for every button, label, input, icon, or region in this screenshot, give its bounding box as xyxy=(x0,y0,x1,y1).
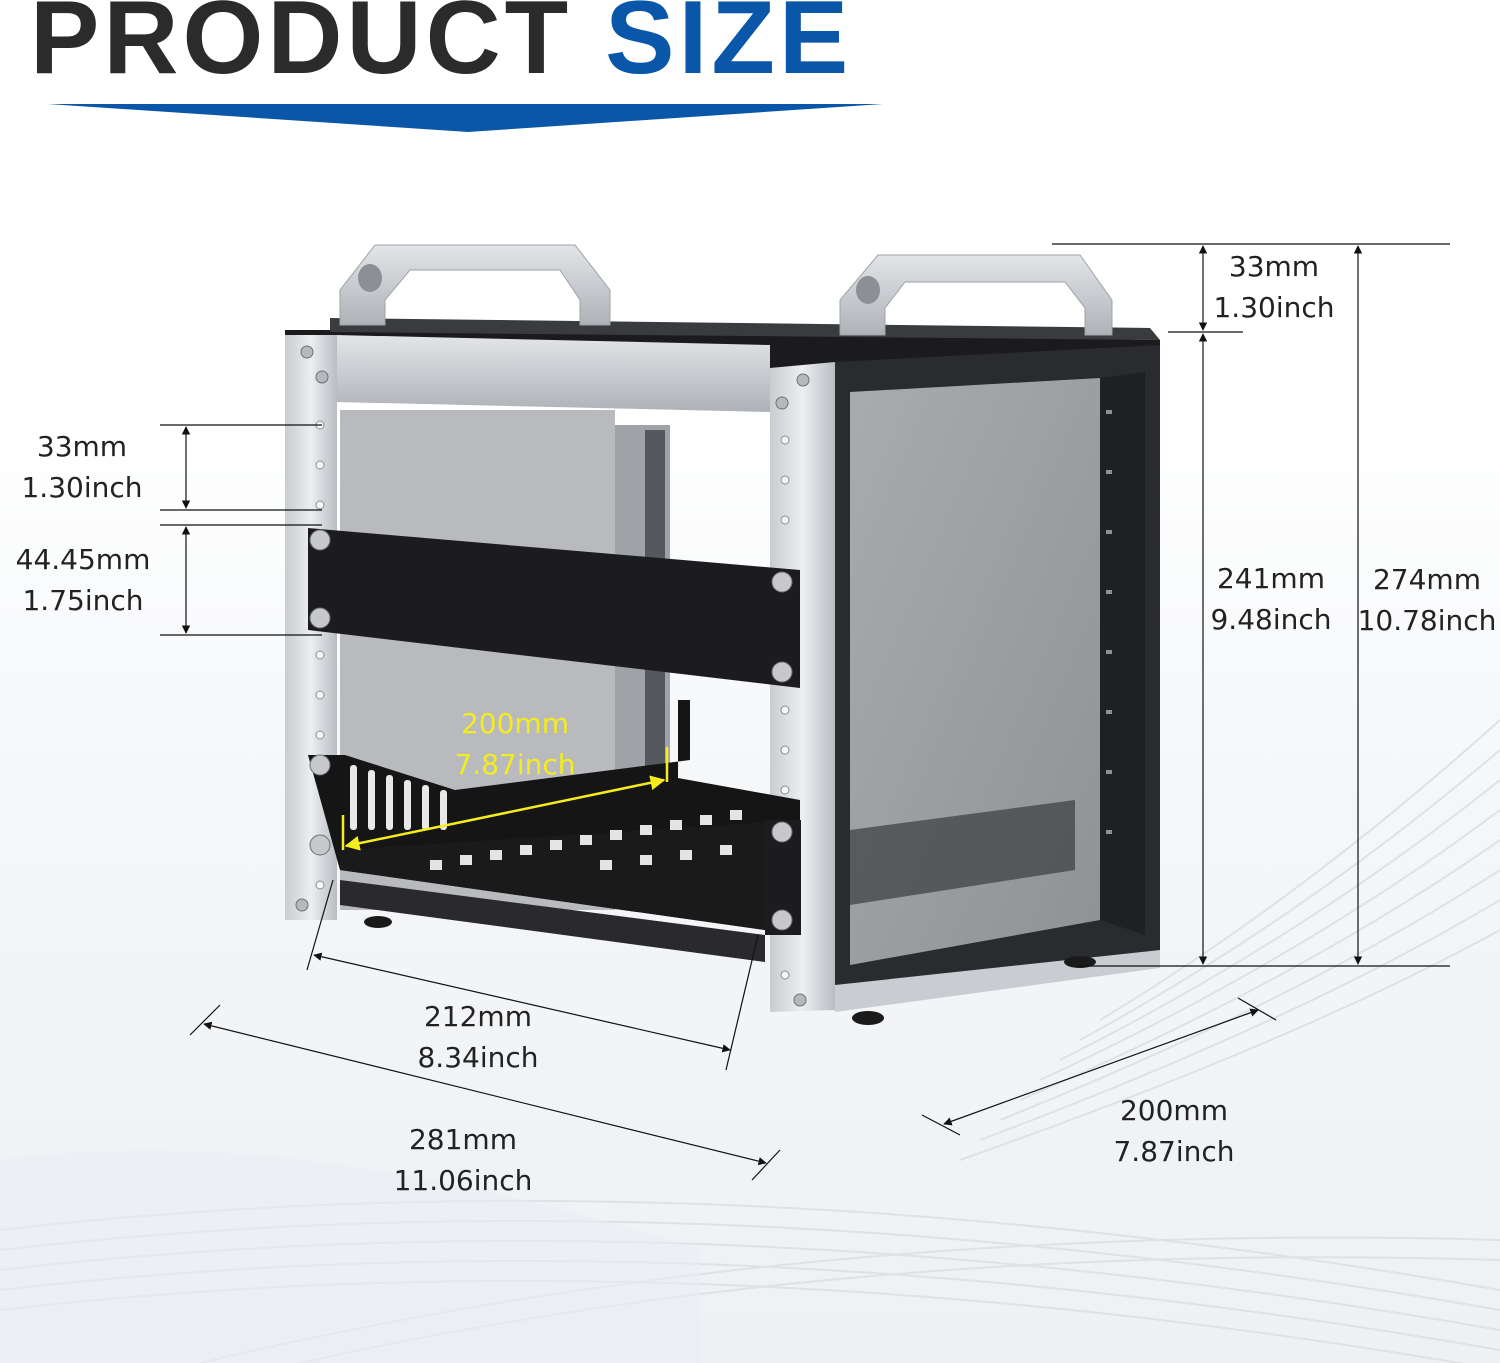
inner-height-mm: 241mm xyxy=(1216,562,1325,595)
shelf-depth-label: 200mm 7.87inch xyxy=(454,703,575,785)
top-gap-inch: 1.30inch xyxy=(21,471,143,504)
title-word-product: PRODUCT xyxy=(30,0,573,96)
inner-height-label: 241mm 9.48inch xyxy=(1210,558,1331,640)
outer-width-mm: 281mm xyxy=(408,1123,517,1156)
inner-width-inch: 8.34inch xyxy=(417,1041,539,1074)
rack-unit-label: 44.45mm 1.75inch xyxy=(16,539,151,621)
total-height-label: 274mm 10.78inch xyxy=(1358,559,1497,641)
outer-width-label: 281mm 11.06inch xyxy=(394,1119,533,1201)
total-height-mm: 274mm xyxy=(1372,563,1481,596)
outer-width-inch: 11.06inch xyxy=(393,1164,533,1197)
top-gap-mm: 33mm xyxy=(36,430,128,463)
depth-mm: 200mm xyxy=(1119,1094,1228,1127)
rack-unit-inch: 1.75inch xyxy=(22,584,144,617)
total-height-inch: 10.78inch xyxy=(1357,604,1497,637)
handle-height-mm: 33mm xyxy=(1228,250,1320,283)
depth-label: 200mm 7.87inch xyxy=(1113,1090,1234,1172)
shelf-depth-mm: 200mm xyxy=(460,707,569,740)
rack-unit-mm: 44.45mm xyxy=(15,543,151,576)
page-title: PRODUCT SIZE xyxy=(30,0,852,90)
shelf-depth-inch: 7.87inch xyxy=(454,748,576,781)
title-underline-banner xyxy=(48,104,883,132)
title-word-size: SIZE xyxy=(605,0,853,96)
top-gap-label: 33mm 1.30inch xyxy=(21,426,142,508)
inner-width-mm: 212mm xyxy=(423,1000,532,1033)
inner-width-label: 212mm 8.34inch xyxy=(417,996,538,1078)
handle-height-inch: 1.30inch xyxy=(1213,291,1335,324)
depth-inch: 7.87inch xyxy=(1113,1135,1235,1168)
handle-height-label: 33mm 1.30inch xyxy=(1213,246,1334,328)
inner-height-inch: 9.48inch xyxy=(1210,603,1332,636)
